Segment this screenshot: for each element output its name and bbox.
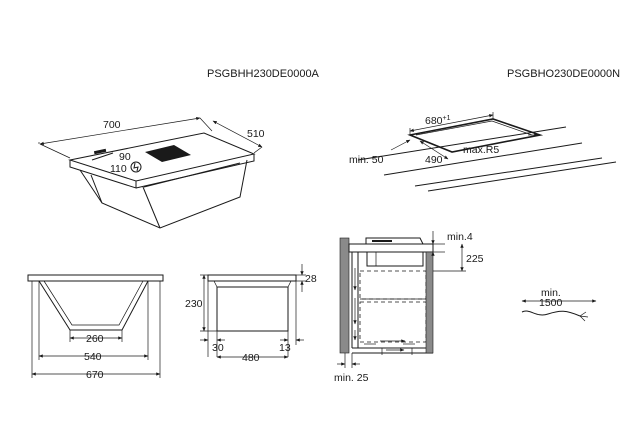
cable-label-min: min. xyxy=(541,287,561,299)
dim-cutout-min-edge: min. 50 xyxy=(349,154,384,166)
front-view: 260 540 670 xyxy=(27,274,164,381)
dim-front-middle: 540 xyxy=(84,351,102,363)
dim-side-left-offset: 30 xyxy=(212,342,224,354)
dim-hob-depth: 510 xyxy=(247,128,265,140)
cable-label-length: 1500 xyxy=(539,297,563,309)
dim-hob-width: 700 xyxy=(103,119,121,131)
dim-side-right-offset: 13 xyxy=(279,342,291,354)
cutout-view: 680+1 min. 50 490 max.R5 xyxy=(349,112,617,192)
dim-cutout-width: 680+1 xyxy=(425,115,451,127)
dim-angle-90: 90 xyxy=(119,151,131,163)
cable-length: min. 1500 xyxy=(521,287,597,322)
dim-front-bottom: 260 xyxy=(86,333,104,345)
dim-side-top-thickness: 28 xyxy=(305,273,317,285)
dim-install-depth: 225 xyxy=(466,253,484,265)
dim-cutout-depth: 490 xyxy=(425,154,443,166)
side-view: 28 230 30 13 480 xyxy=(185,264,317,364)
dim-front-top: 670 xyxy=(86,369,104,381)
dim-angle-110: 110 xyxy=(110,163,127,175)
installation-section: min.4 225 min. 25 xyxy=(334,231,484,384)
dim-side-width: 480 xyxy=(242,352,260,364)
dim-cutout-radius: max.R5 xyxy=(463,144,499,156)
model-label-left: PSGBHH230DE0000A xyxy=(207,68,320,80)
dim-install-min-bottom: min. 25 xyxy=(334,372,369,384)
dim-install-min-top: min.4 xyxy=(447,231,473,243)
dim-side-height: 230 xyxy=(185,298,203,310)
model-label-right: PSGBHO230DE0000N xyxy=(507,68,620,80)
hob-3d-view: 700 510 90 110 xyxy=(38,116,265,229)
